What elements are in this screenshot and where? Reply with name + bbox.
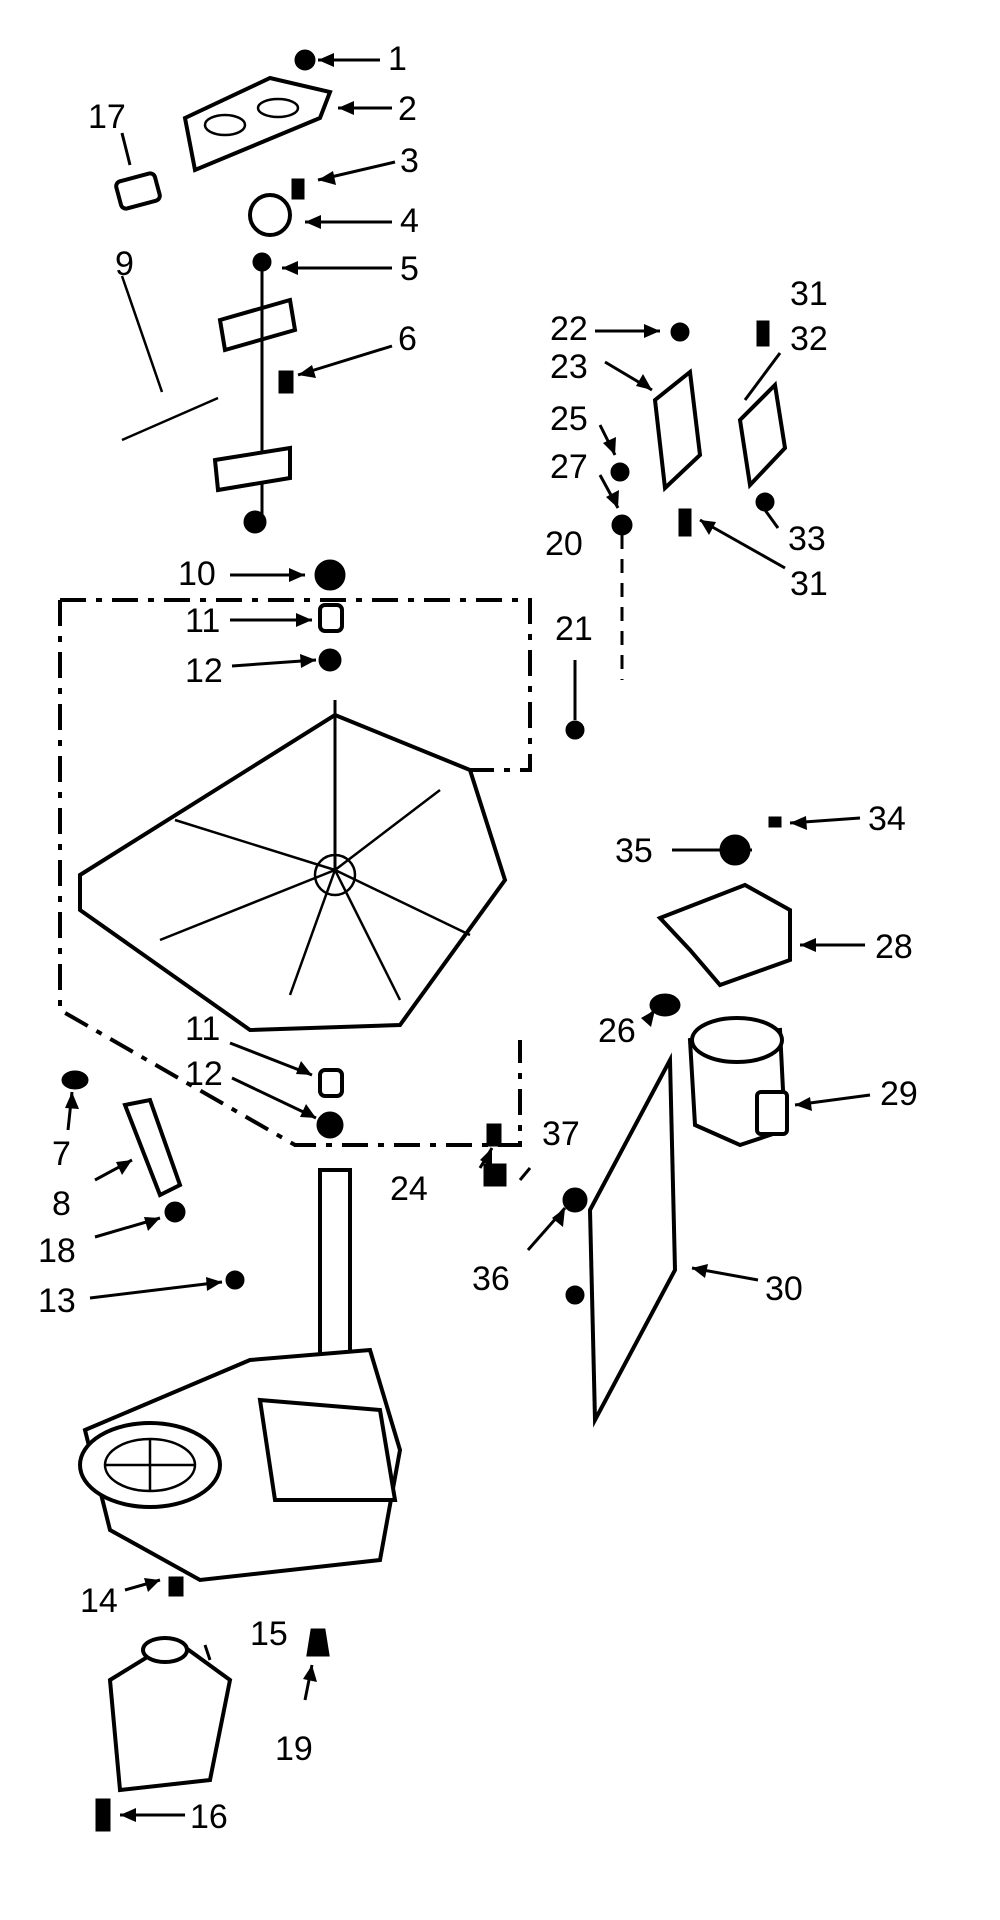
- callout-24: 24: [390, 1170, 428, 1208]
- part-11-bushing-top: [318, 603, 344, 633]
- callout-10: 10: [178, 555, 216, 593]
- callout-30: 30: [765, 1270, 803, 1308]
- part-1-nut: [294, 49, 316, 71]
- callout-13: 13: [38, 1282, 76, 1320]
- callout-27: 27: [550, 448, 588, 486]
- part-9-rod: [120, 275, 219, 442]
- top-plate-assembly: [114, 49, 333, 534]
- part-16-screw: [95, 1798, 111, 1832]
- callout-8: 8: [52, 1185, 71, 1223]
- part-30-panel: [587, 1052, 678, 1428]
- part-31-screw-bottom: [678, 508, 692, 537]
- spider-agitator-base: [159, 789, 471, 1001]
- callout-12-top: 12: [185, 652, 223, 690]
- part-29-motor: [687, 1016, 789, 1148]
- transmission-assembly: [78, 1168, 403, 1832]
- part-2-mounting-plate: [182, 75, 333, 173]
- part-12-washer-bottom: [316, 1111, 344, 1139]
- callout-21: 21: [555, 610, 593, 648]
- left-link-assembly: [61, 1070, 245, 1290]
- part-17-pad: [114, 171, 162, 211]
- part-27-nut: [611, 514, 633, 536]
- callout-11-bottom: 11: [185, 1010, 220, 1048]
- part-10-seal: [314, 559, 346, 591]
- callout-25: 25: [550, 400, 588, 438]
- part-31-screw-top: [756, 320, 770, 347]
- part-13-nut: [225, 1270, 245, 1290]
- part-12-washer-top: [318, 648, 342, 672]
- callout-34: 34: [868, 800, 906, 838]
- callout-33: 33: [788, 520, 826, 558]
- part-19-stud: [306, 1628, 330, 1657]
- part-18-nut: [164, 1201, 186, 1223]
- part-14-bolt: [168, 1576, 184, 1597]
- base-plate-assembly: [58, 559, 585, 1147]
- part-37-nut: [483, 1163, 507, 1187]
- callout-12-bottom: 12: [185, 1055, 223, 1093]
- callout-4: 4: [400, 202, 419, 240]
- base-plate: [78, 712, 508, 1033]
- motor-assembly: [483, 816, 792, 1428]
- callout-23: 23: [550, 348, 588, 386]
- part-28-bracket: [656, 882, 792, 988]
- callout-11-top: 11: [185, 602, 220, 640]
- callout-15: 15: [250, 1615, 288, 1653]
- leader-lines: [65, 53, 871, 1822]
- part-21-screw: [565, 720, 585, 740]
- part-8-link: [122, 1097, 183, 1198]
- callout-labels: 1 2 3 4 5 6 17 9 22 23 25 27 31 32 33 31…: [38, 40, 918, 1836]
- right-bracket-assembly: [610, 320, 788, 680]
- callout-20: 20: [545, 525, 583, 563]
- callout-18: 18: [38, 1232, 76, 1270]
- callout-14: 14: [80, 1582, 118, 1620]
- callout-9: 9: [115, 245, 134, 283]
- callout-16: 16: [190, 1798, 228, 1836]
- callout-7: 7: [52, 1135, 71, 1173]
- part-36-screw: [562, 1187, 588, 1213]
- part-23-bracket: [652, 368, 703, 493]
- callout-2: 2: [398, 90, 417, 128]
- part-26-grommet: [649, 993, 681, 1017]
- part-6-bracket-shaft: [212, 262, 298, 534]
- part-4-grommet: [248, 193, 292, 237]
- part-20-dashed-boundary: [58, 598, 532, 1147]
- part-22-nut: [670, 322, 690, 342]
- part-11-bushing-bottom: [318, 1068, 344, 1098]
- callout-31-bottom: 31: [790, 565, 828, 603]
- part-25-nut: [610, 462, 630, 482]
- part-7-nut: [61, 1070, 89, 1090]
- callout-31-top: 31: [790, 275, 828, 313]
- callout-19: 19: [275, 1730, 313, 1768]
- callout-6: 6: [398, 320, 417, 358]
- part-3-screw: [291, 178, 305, 200]
- callout-28: 28: [875, 928, 913, 966]
- callout-35: 35: [615, 832, 653, 870]
- callout-1: 1: [388, 40, 407, 78]
- callout-22: 22: [550, 310, 588, 348]
- callout-17: 17: [88, 98, 126, 136]
- part-24-screw: [486, 1123, 502, 1147]
- callout-3: 3: [400, 142, 419, 180]
- callout-37: 37: [542, 1115, 580, 1153]
- part-33-nut: [755, 492, 775, 512]
- callout-36: 36: [472, 1260, 510, 1298]
- callout-5: 5: [400, 250, 419, 288]
- callout-32: 32: [790, 320, 828, 358]
- callout-29: 29: [880, 1075, 918, 1113]
- part-34-nut: [768, 816, 782, 828]
- part-32-bracket: [737, 380, 788, 490]
- callout-26: 26: [598, 1012, 636, 1050]
